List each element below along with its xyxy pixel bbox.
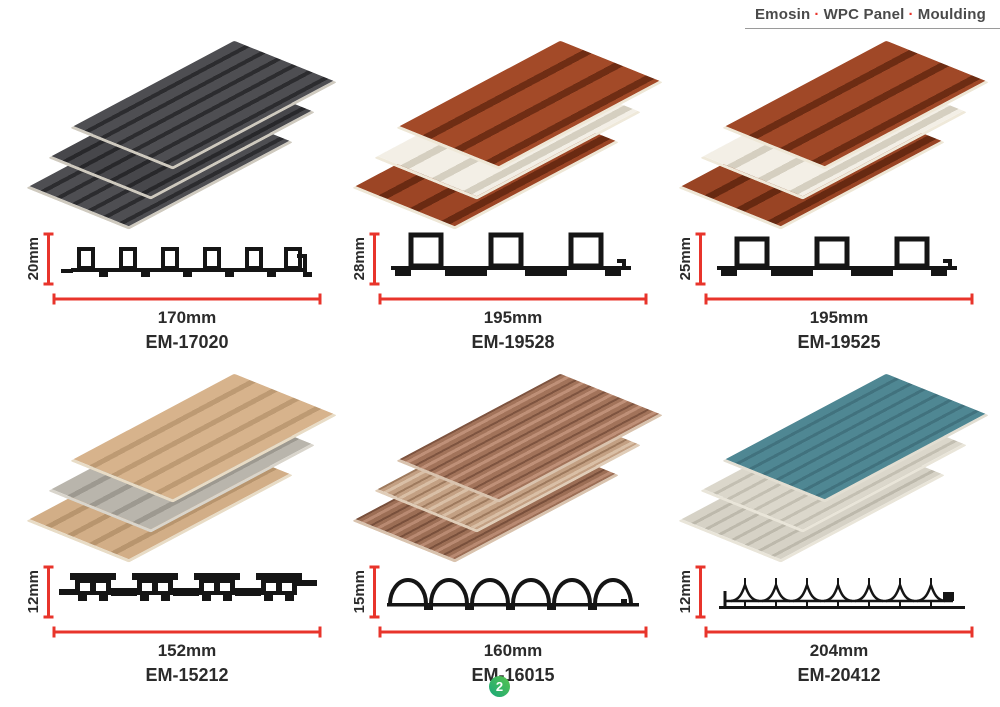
product-photo xyxy=(352,34,664,230)
width-dimension-line xyxy=(52,626,322,638)
height-dimension-line xyxy=(695,565,706,619)
product-photo xyxy=(352,367,664,563)
separator-dot: · xyxy=(908,6,914,23)
height-label: 15mm xyxy=(351,570,368,614)
height-label: 12mm xyxy=(25,570,42,614)
width-dimension-line xyxy=(378,626,648,638)
product-photo xyxy=(26,34,338,230)
height-dimension: 28mm xyxy=(351,230,381,288)
height-dimension-line xyxy=(43,232,54,286)
product-photo xyxy=(26,367,338,563)
product-code: EM-19528 xyxy=(471,332,555,352)
product-code: EM-16015 xyxy=(471,665,555,685)
brand-name: Emosin xyxy=(754,6,811,23)
product-code: EM-20412 xyxy=(797,665,881,685)
height-dimension: 20mm xyxy=(25,230,55,288)
product-photo xyxy=(678,367,990,563)
category-label: WPC Panel xyxy=(823,6,905,23)
width-label: 160mm xyxy=(483,641,543,660)
width-dimension-line xyxy=(704,293,974,305)
product-card: 15mm 160mm EM-16015 xyxy=(342,367,666,686)
height-label: 12mm xyxy=(677,570,694,614)
height-label: 20mm xyxy=(25,237,42,281)
width-label: 170mm xyxy=(157,308,217,327)
height-dimension: 12mm xyxy=(677,563,707,621)
subcategory-label: Moulding xyxy=(917,6,986,23)
product-code: EM-15212 xyxy=(145,665,229,685)
profile-cross-section xyxy=(61,247,312,277)
profile-cross-section xyxy=(391,232,631,276)
product-card: 12mm xyxy=(668,367,992,686)
height-label: 28mm xyxy=(351,237,368,281)
separator-dot: · xyxy=(814,6,820,23)
product-card: 25mm 195mm EM-19525 xyxy=(668,34,992,353)
profile-cross-section xyxy=(387,578,639,610)
product-code: EM-19525 xyxy=(797,332,881,352)
product-code: EM-17020 xyxy=(145,332,229,352)
width-label: 195mm xyxy=(809,308,869,327)
width-dimension-line xyxy=(378,293,648,305)
width-dimension-line xyxy=(52,293,322,305)
product-card: 12mm xyxy=(16,367,340,686)
height-dimension-line xyxy=(43,565,54,619)
height-label: 25mm xyxy=(677,237,694,281)
width-dimension-line xyxy=(704,626,974,638)
width-label: 195mm xyxy=(483,308,543,327)
height-dimension-line xyxy=(695,232,706,286)
product-grid: 20mm 170mm EM-17020 xyxy=(16,34,992,686)
width-label: 204mm xyxy=(809,641,869,660)
product-photo xyxy=(678,34,990,230)
width-label: 152mm xyxy=(157,641,217,660)
profile-cross-section xyxy=(59,573,317,601)
profile-cross-section xyxy=(717,236,957,276)
height-dimension: 15mm xyxy=(351,563,381,621)
product-card: 28mm 195mm EM-19528 xyxy=(342,34,666,353)
profile-cross-section xyxy=(719,578,965,609)
product-card: 20mm 170mm EM-17020 xyxy=(16,34,340,353)
height-dimension-line xyxy=(369,565,380,619)
height-dimension-line xyxy=(369,232,380,286)
height-dimension: 12mm xyxy=(25,563,55,621)
page-number-badge: 2 xyxy=(489,676,510,697)
header: Emosin·WPC Panel·Moulding xyxy=(744,0,1000,29)
height-dimension: 25mm xyxy=(677,230,707,288)
